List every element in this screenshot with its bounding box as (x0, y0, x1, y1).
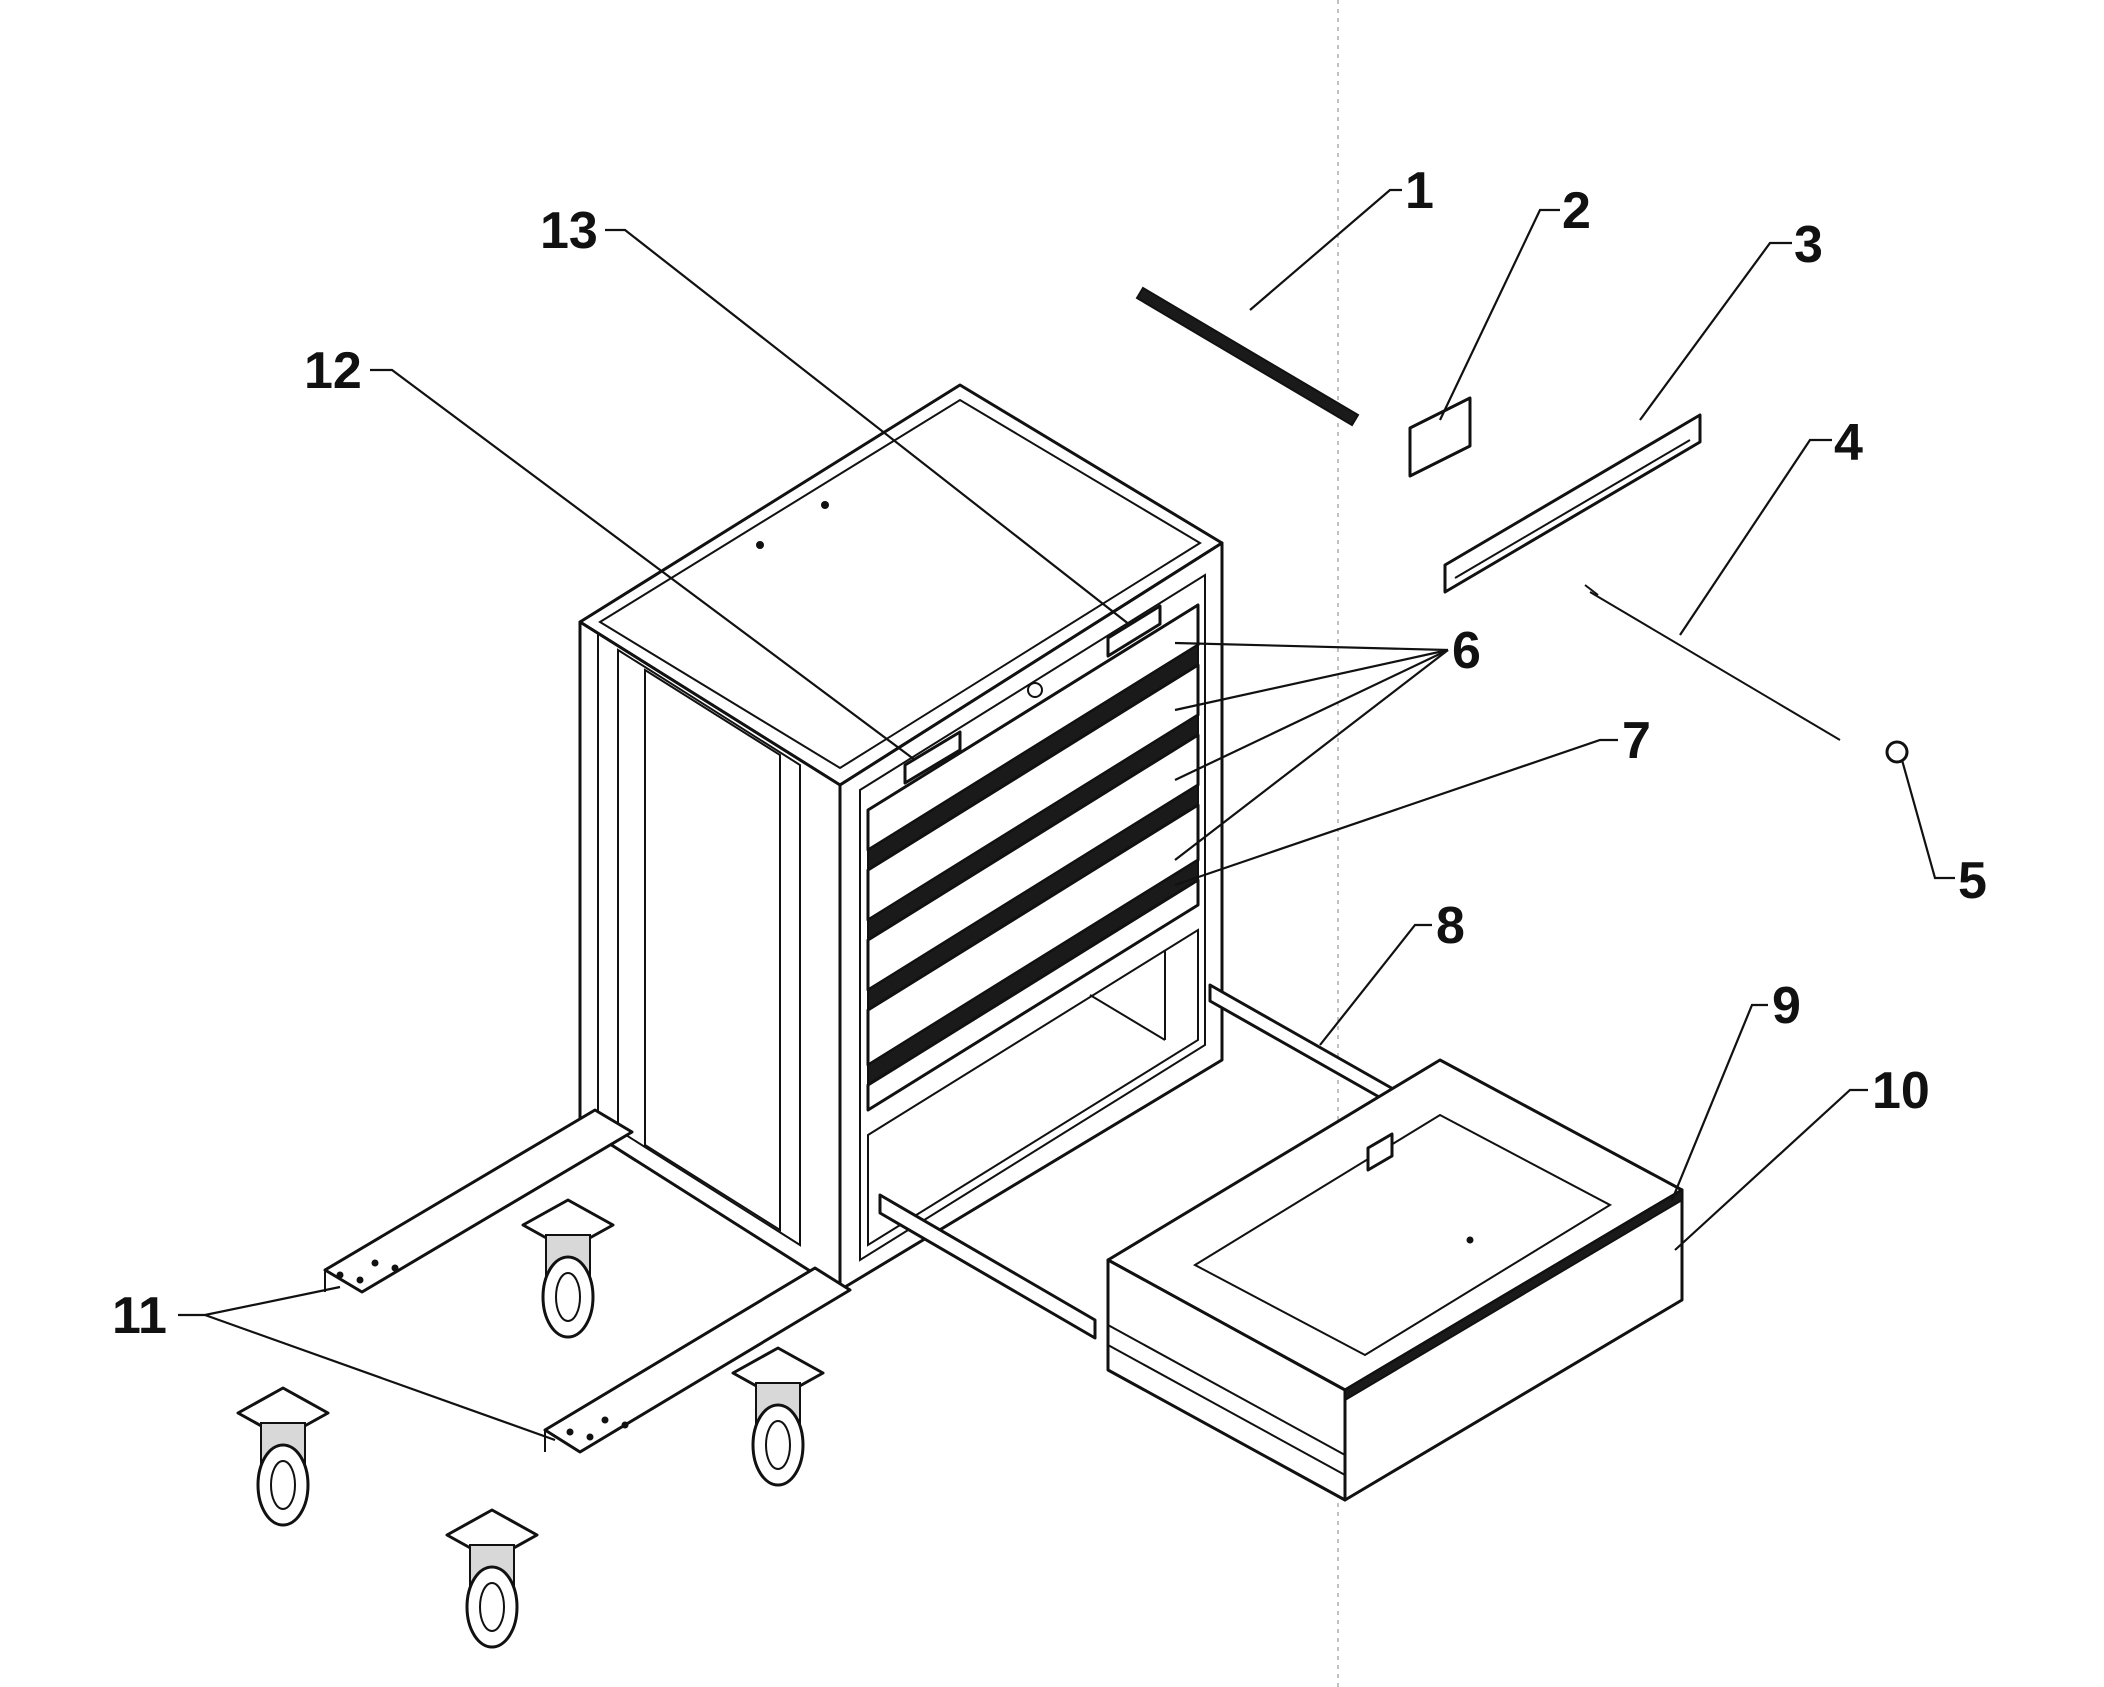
base-plate (323, 1108, 634, 1294)
drawer-trim (1344, 1188, 1683, 1402)
label-plate (903, 730, 962, 785)
caster (521, 1198, 615, 1339)
top-hole (821, 501, 829, 509)
knob (1885, 740, 1909, 764)
callout-5: 5 (1958, 852, 1987, 910)
callout-6: 6 (1452, 622, 1481, 680)
callout-10: 10 (1872, 1062, 1930, 1120)
leader-3 (1639, 241, 1792, 421)
drawer-handle (1366, 1132, 1394, 1172)
cabinet-top-rim (598, 398, 1202, 770)
leader-10 (1674, 1088, 1868, 1251)
slide-rail (1135, 286, 1360, 427)
bay-inner (1089, 994, 1166, 1041)
leader-5 (1900, 759, 1955, 880)
drawer-floor (1192, 1113, 1613, 1357)
leader-1 (1249, 188, 1402, 311)
lock-plate (1106, 604, 1162, 658)
loose-parts (1135, 286, 1909, 764)
top-hole (756, 541, 764, 549)
leader-6b (1174, 648, 1449, 712)
leader-6c (1174, 649, 1449, 781)
front-frame-inner (859, 573, 1206, 1262)
drawer-fronts (866, 603, 1200, 1112)
cabinet-body (578, 383, 1224, 1292)
drawer-slide (1208, 983, 1397, 1108)
drawer-slide-part (1443, 413, 1702, 594)
leader-11a (178, 1285, 341, 1317)
callout-9: 9 (1772, 977, 1801, 1035)
leader-lines (178, 188, 1955, 1442)
drawer-slide (878, 1193, 1097, 1340)
leader-8 (1319, 923, 1432, 1046)
rod (1589, 591, 1841, 741)
side-panel-inset (617, 648, 801, 1247)
callout-8: 8 (1436, 897, 1465, 955)
drawer-front (866, 878, 1200, 1112)
drawer (1106, 1058, 1684, 1502)
side-panel-recess (644, 668, 781, 1232)
drawer-front-panel (1106, 1258, 1347, 1502)
callout-3: 3 (1794, 216, 1823, 274)
base-plates (323, 1108, 852, 1454)
leader-13 (605, 228, 1131, 626)
callout-labels: 1 2 3 4 5 6 7 8 9 10 11 12 13 (112, 162, 1987, 1345)
caster (445, 1508, 539, 1649)
leader-7 (1174, 738, 1618, 887)
base-plate (543, 1266, 852, 1454)
leader-4 (1679, 438, 1832, 636)
caster (731, 1346, 825, 1487)
callout-13: 13 (540, 202, 598, 260)
callout-4: 4 (1834, 414, 1863, 472)
leader-6d (1174, 649, 1449, 861)
leader-11b (204, 1313, 556, 1442)
leader-9 (1670, 1003, 1768, 1201)
casters (236, 1198, 825, 1649)
callout-1: 1 (1405, 162, 1434, 220)
callout-7: 7 (1622, 712, 1651, 770)
leader-2 (1439, 208, 1560, 421)
leader-6a (1174, 641, 1449, 652)
callout-2: 2 (1562, 182, 1591, 240)
leader-12 (370, 368, 916, 761)
callout-11: 11 (112, 1287, 167, 1345)
lock-cylinder (1027, 682, 1043, 698)
drawer-bay (867, 928, 1199, 1247)
callout-12: 12 (304, 342, 362, 400)
caster (236, 1386, 330, 1527)
bracket (1408, 396, 1472, 478)
